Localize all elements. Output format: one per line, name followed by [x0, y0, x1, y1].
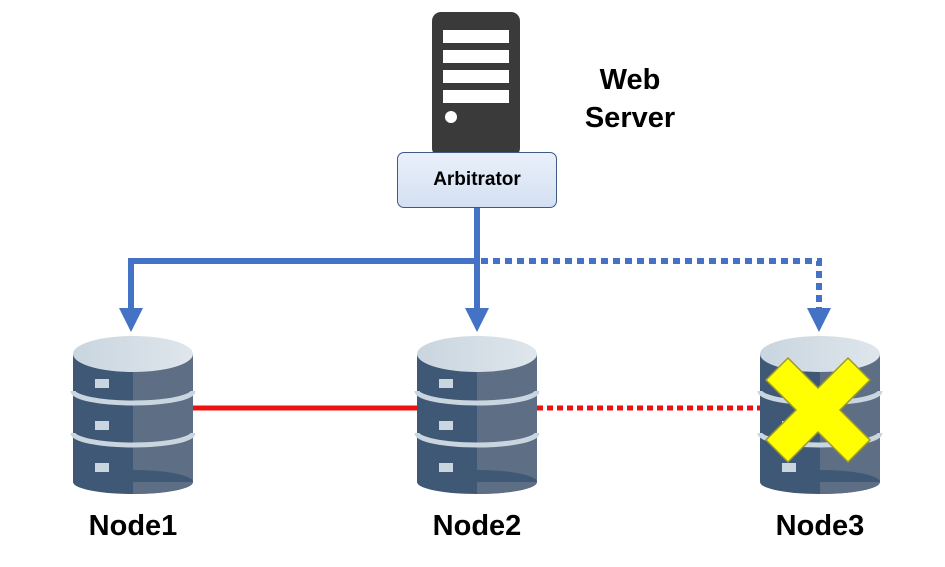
- arbitration-links: [119, 208, 831, 332]
- database-icon-node1: [70, 336, 196, 494]
- node3-label: Node3: [775, 510, 865, 542]
- arrow-to-node3: [807, 308, 831, 332]
- arrow-to-node1: [119, 308, 143, 332]
- node1-label: Node1: [88, 510, 178, 542]
- arbitrator-label: Arbitrator: [433, 169, 521, 190]
- arbitrator-box: Arbitrator: [397, 152, 557, 208]
- link-to-node3-dashed: [481, 258, 822, 310]
- x-mark-icon: [764, 356, 872, 464]
- node2-label: Node2: [432, 510, 522, 542]
- link-to-node1: [128, 258, 477, 312]
- web-server-label-line1: Web: [599, 64, 661, 96]
- arrow-to-node2: [465, 308, 489, 332]
- server-icon: [432, 12, 520, 157]
- web-server-label-line2: Server: [584, 102, 676, 134]
- database-icon-node2: [414, 336, 540, 494]
- web-server-label: Web Server: [560, 61, 700, 137]
